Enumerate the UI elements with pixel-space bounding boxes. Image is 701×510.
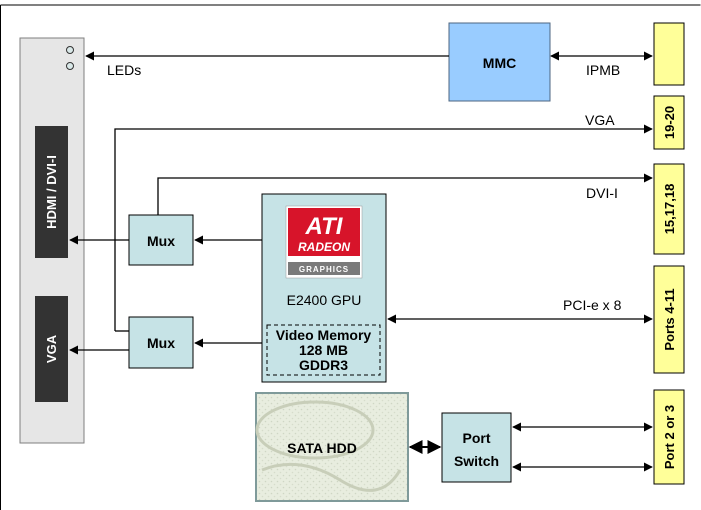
backplane-pcie-ports: Ports 4-11 xyxy=(653,265,685,374)
mux-top: Mux xyxy=(128,214,194,266)
gpu-name: E2400 GPU xyxy=(287,292,362,308)
mux-top-label: Mux xyxy=(147,233,175,249)
ati-radeon-logo: ATI RADEON GRAPHICS xyxy=(285,205,363,279)
vga-connection xyxy=(114,124,653,331)
dvi-signal-label: DVI-I xyxy=(586,185,618,201)
hdmi-dvi-connector xyxy=(35,126,68,258)
dvi-connection xyxy=(157,173,653,215)
gpu-block: ATI RADEON GRAPHICS E2400 GPU Video Memo… xyxy=(261,193,387,383)
connections xyxy=(69,51,653,472)
led-icon xyxy=(66,62,74,70)
leds-label: LEDs xyxy=(107,62,141,78)
mmc-block: MMC xyxy=(448,22,551,102)
ipmb-label: IPMB xyxy=(586,62,620,78)
hdmi-dvi-label: HDMI / DVI-I xyxy=(44,155,59,229)
led-icon xyxy=(66,46,74,54)
video-memory-line3: GDDR3 xyxy=(299,357,348,373)
port-switch-line2: Switch xyxy=(454,453,499,469)
radeon-text: RADEON xyxy=(298,240,350,254)
vga-pins-label: 19-20 xyxy=(662,106,677,139)
vga-connector xyxy=(35,296,68,402)
dvi-pins-label: 15,17,18 xyxy=(662,184,677,235)
hdd-image xyxy=(255,392,409,502)
pcie-signal-label: PCI-e x 8 xyxy=(563,297,622,313)
sata-hdd: SATA HDD xyxy=(255,392,409,502)
hdd-label: SATA HDD xyxy=(287,440,357,456)
backplane-connector-top xyxy=(653,22,685,86)
vga-connector-label: VGA xyxy=(44,334,59,363)
backplane-sata-ports: Port 2 or 3 xyxy=(653,389,685,485)
backplane-dvi-pins: 15,17,18 xyxy=(653,163,685,255)
video-memory-box xyxy=(266,324,381,376)
pcie-ports-label: Ports 4-11 xyxy=(662,288,677,350)
port-switch: Port Switch xyxy=(441,412,512,483)
video-memory-line2: 128 MB xyxy=(299,342,348,358)
vga-signal-label: VGA xyxy=(585,112,615,128)
mux-bottom: Mux xyxy=(128,316,194,369)
ati-brand-text: ATI xyxy=(305,213,344,240)
sata-ports-label: Port 2 or 3 xyxy=(662,405,677,469)
mmc-label: MMC xyxy=(483,55,516,71)
mux-bottom-label: Mux xyxy=(147,335,175,351)
graphics-text: GRAPHICS xyxy=(299,265,349,274)
video-memory-line1: Video Memory xyxy=(276,327,372,343)
backplane-vga-pins: 19-20 xyxy=(653,95,685,150)
port-switch-line1: Port xyxy=(463,430,491,446)
hdd-platter-icon xyxy=(255,400,375,460)
